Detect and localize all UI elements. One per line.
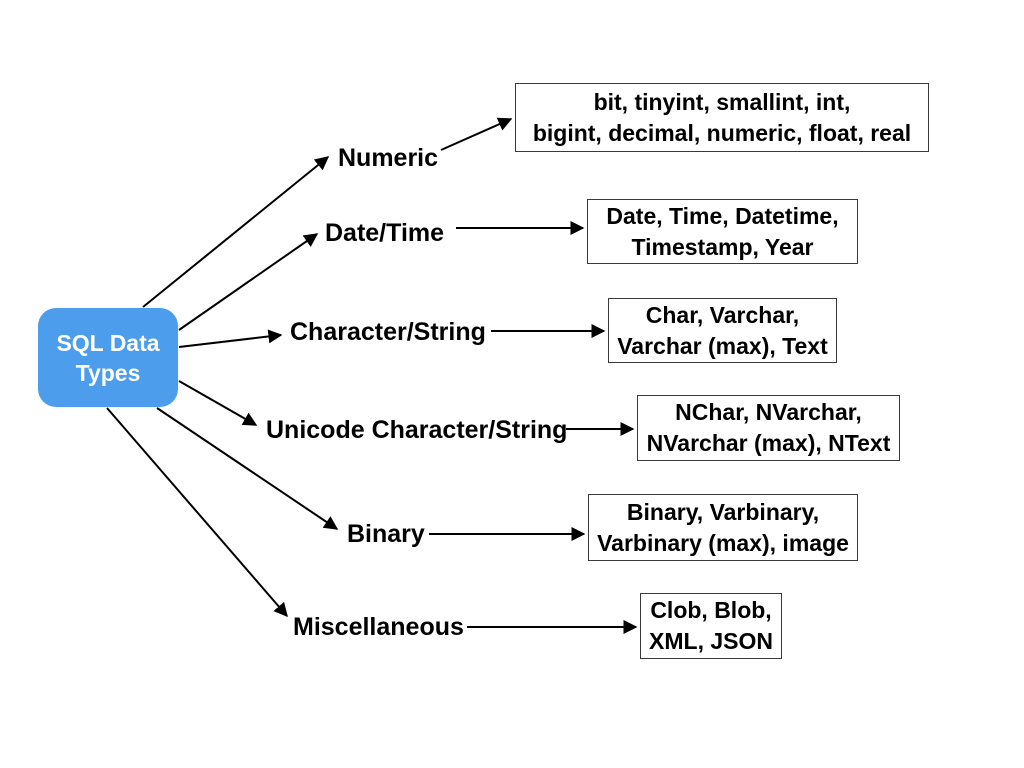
connector-root-to-unicode bbox=[178, 380, 258, 426]
type-box-unicode-character-string: NChar, NVarchar, NVarchar (max), NText bbox=[637, 395, 900, 461]
branch-label-character-string: Character/String bbox=[290, 318, 486, 346]
type-box-binary: Binary, Varbinary, Varbinary (max), imag… bbox=[588, 494, 858, 561]
type-box-character-string: Char, Varchar, Varchar (max), Text bbox=[608, 298, 837, 363]
type-box-miscellaneous: Clob, Blob, XML, JSON bbox=[640, 593, 782, 659]
branch-label-numeric: Numeric bbox=[338, 144, 439, 172]
connector-root-to-misc bbox=[106, 407, 288, 618]
connector-root-to-character bbox=[178, 329, 283, 348]
connector-root-to-binary bbox=[156, 407, 339, 530]
branch-label-datetime: Date/Time bbox=[325, 219, 445, 247]
type-box-numeric: bit, tinyint, smallint, int, bigint, dec… bbox=[515, 83, 929, 152]
connector-root-to-numeric bbox=[142, 156, 330, 308]
branch-label-binary: Binary bbox=[347, 520, 425, 548]
branch-label-unicode-character-string: Unicode Character/String bbox=[266, 416, 568, 444]
connector-numeric-to-box bbox=[440, 117, 513, 151]
type-box-datetime: Date, Time, Datetime, Timestamp, Year bbox=[587, 199, 858, 264]
root-node-sql-data-types: SQL Data Types bbox=[38, 308, 178, 407]
branch-label-miscellaneous: Miscellaneous bbox=[293, 613, 464, 641]
connector-root-to-datetime bbox=[178, 233, 319, 331]
